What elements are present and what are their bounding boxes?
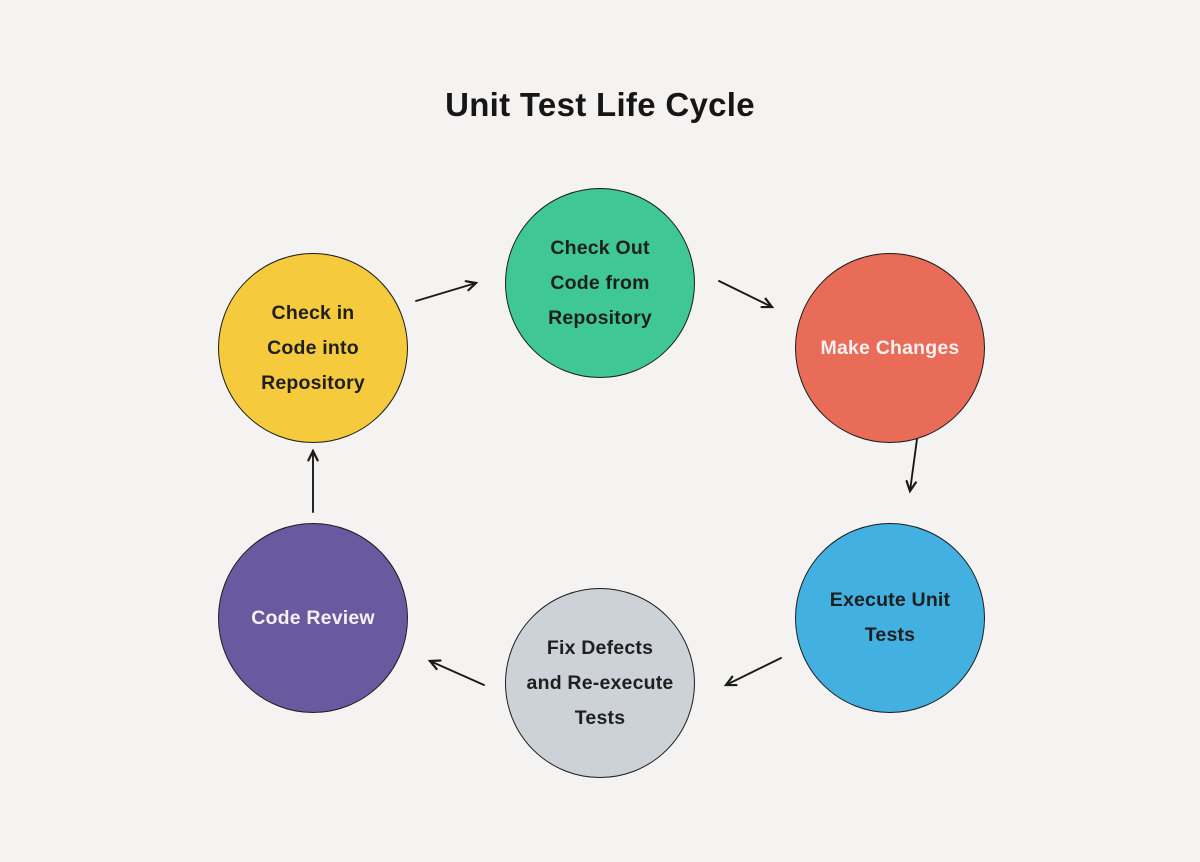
diagram-title: Unit Test Life Cycle [445,86,755,123]
node-check-in-code: Check in Code into Repository [218,253,408,443]
node-code-review-label: Code Review [251,606,375,629]
node-make-changes-label: Make Changes [820,336,960,359]
node-fix-defects-label: Fix Defects and Re-execute Tests [526,636,674,729]
arrow-execute-to-fixdefects [726,657,782,685]
node-check-out-code-label: Check Out Code from Repository [548,236,652,329]
node-check-out-code: Check Out Code from Repository [505,188,695,378]
node-execute-unit-tests-label: Execute Unit Tests [829,589,951,646]
node-execute-unit-tests: Execute Unit Tests [795,523,985,713]
arrow-makechanges-to-execute [910,438,918,491]
node-fix-defects: Fix Defects and Re-execute Tests [505,588,695,778]
arrow-checkout-to-makechanges [718,280,772,307]
arrow-checkin-to-checkout [415,283,476,302]
node-check-in-code-label: Check in Code into Repository [261,301,365,394]
node-code-review: Code Review [218,523,408,713]
node-make-changes: Make Changes [795,253,985,443]
arrow-fixdefects-to-codereview [430,661,485,686]
